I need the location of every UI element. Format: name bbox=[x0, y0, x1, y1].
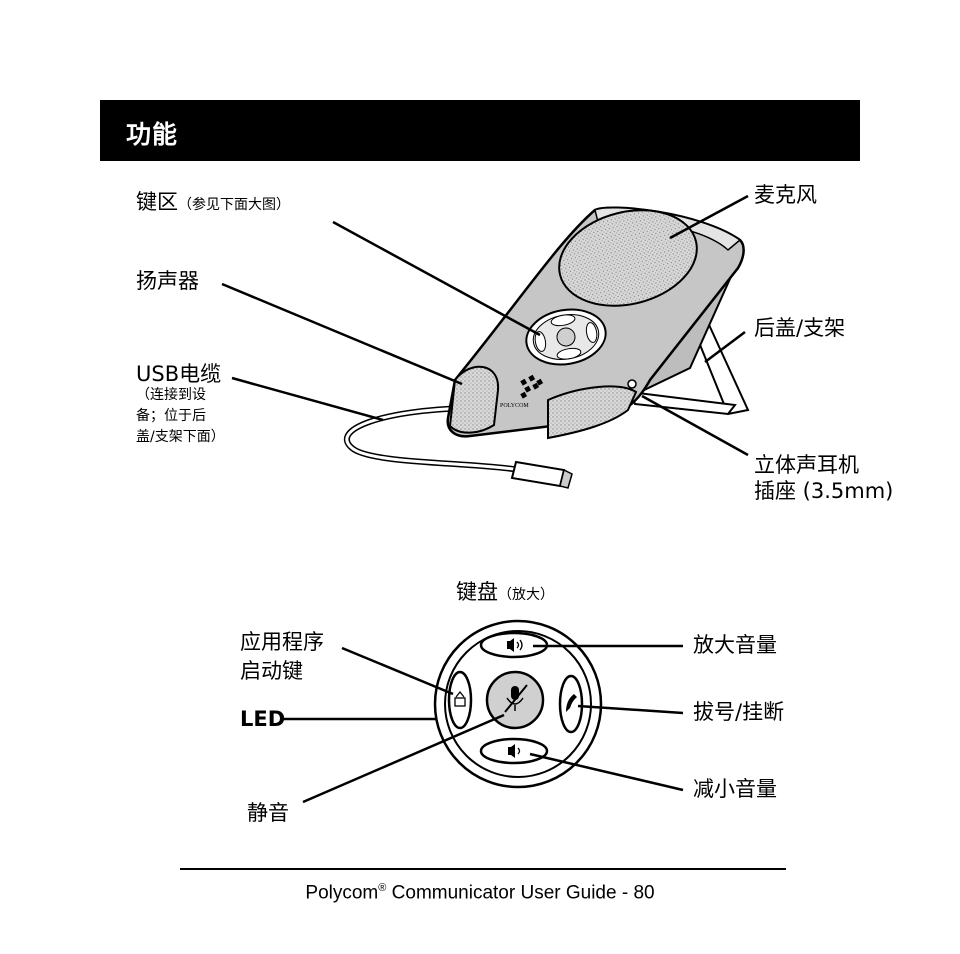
app-launch-button bbox=[447, 670, 473, 730]
large-keypad bbox=[433, 619, 603, 789]
microphone-grille bbox=[558, 209, 698, 307]
usb-note: （连接到设 备；位于后 盖/支架下面） bbox=[136, 385, 225, 448]
stereo-jack-line: 插座 (3.5mm) bbox=[754, 479, 894, 503]
microphone-label: 麦克风 bbox=[754, 183, 817, 207]
volume-down-label: 减小音量 bbox=[693, 777, 777, 801]
headphone-jack-icon bbox=[627, 379, 637, 389]
app-launch-line: 启动键 bbox=[240, 659, 303, 683]
speaker-grille-right bbox=[547, 385, 638, 440]
polycom-logo-text: POLYCOM bbox=[500, 403, 529, 409]
usb-plug-icon bbox=[510, 460, 573, 489]
registered-mark: ® bbox=[378, 882, 387, 894]
dial-hangup-label: 拔号/挂断 bbox=[693, 700, 785, 724]
section-header-bar: 功能 bbox=[100, 100, 860, 161]
polycom-logo-icon bbox=[520, 374, 544, 399]
device-keypad bbox=[525, 308, 607, 366]
keypad-title-note: （放大） bbox=[498, 587, 554, 603]
leader-lines-device bbox=[221, 194, 749, 457]
volume-up-label: 放大音量 bbox=[693, 633, 777, 657]
keypad-area-note: （参见下面大图） bbox=[178, 197, 290, 213]
mute-label: 静音 bbox=[247, 801, 289, 825]
speaker-label: 扬声器 bbox=[136, 269, 199, 293]
footer-text: Polycom® Communicator User Guide - 80 bbox=[0, 882, 960, 904]
keypad-area-label: 键区（参见下面大图） bbox=[136, 190, 290, 214]
back-cover-label: 后盖/支架 bbox=[754, 316, 846, 340]
stereo-jack-label: 立体声耳机 插座 (3.5mm) bbox=[754, 452, 893, 504]
usb-cable-label: USB电缆 bbox=[136, 362, 222, 386]
phone-handset-icon bbox=[566, 694, 577, 712]
leader-lines-keypad bbox=[282, 644, 684, 804]
usb-note-line: 备；位于后 bbox=[136, 408, 206, 424]
app-launch-line: 应用程序 bbox=[240, 630, 324, 654]
footer-guide-title: Communicator User Guide - 80 bbox=[386, 882, 655, 904]
speaker-soft-icon bbox=[508, 744, 521, 758]
stereo-jack-line: 立体声耳机 bbox=[754, 453, 859, 477]
app-launch-label: 应用程序 启动键 bbox=[240, 628, 324, 686]
footer-brand: Polycom bbox=[305, 882, 379, 904]
microphone-muted-icon bbox=[504, 684, 528, 713]
usb-note-line: （连接到设 bbox=[136, 387, 206, 403]
led-label: LED bbox=[240, 707, 286, 731]
footer-rule bbox=[180, 868, 786, 870]
speaker-loud-icon bbox=[507, 638, 523, 652]
usb-note-line: 盖/支架下面） bbox=[136, 429, 225, 445]
speaker-grille-left bbox=[448, 365, 500, 434]
keypad-title: 键盘（放大） bbox=[456, 580, 554, 604]
app-launch-icon bbox=[454, 690, 466, 707]
section-title: 功能 bbox=[126, 120, 179, 149]
